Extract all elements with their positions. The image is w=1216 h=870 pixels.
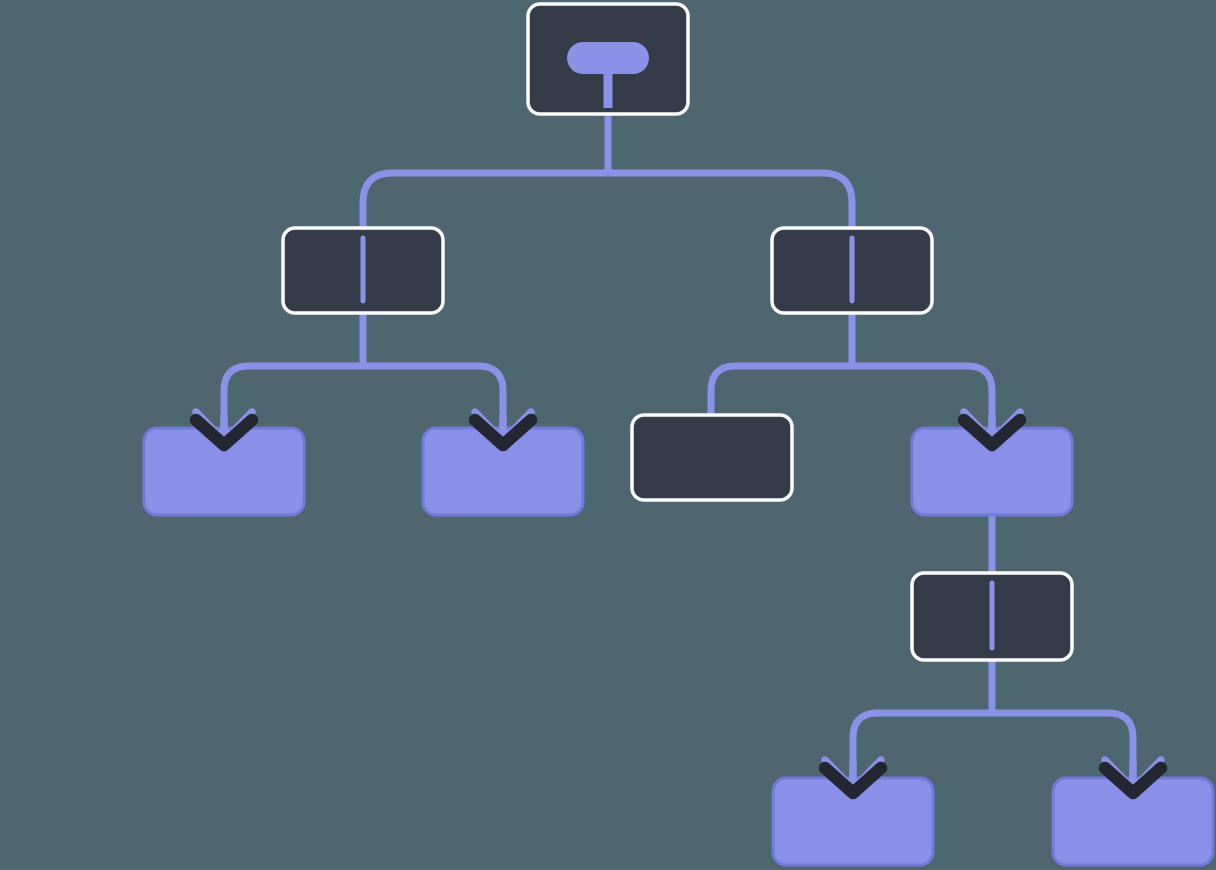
root-pill-icon: [567, 42, 649, 74]
arrow-down-icon: [1098, 761, 1168, 800]
arrow-down-icon: [468, 413, 538, 452]
arrow-down-icon: [189, 413, 259, 452]
edge-root-split: [359, 169, 856, 228]
edge-left-split: [220, 362, 507, 441]
arrow-down-icon: [818, 761, 888, 800]
edge-right-split: [707, 362, 996, 441]
node-child-dark[interactable]: [630, 413, 794, 502]
edge-bottom-split: [849, 709, 1137, 789]
arrow-down-icon: [957, 413, 1027, 452]
